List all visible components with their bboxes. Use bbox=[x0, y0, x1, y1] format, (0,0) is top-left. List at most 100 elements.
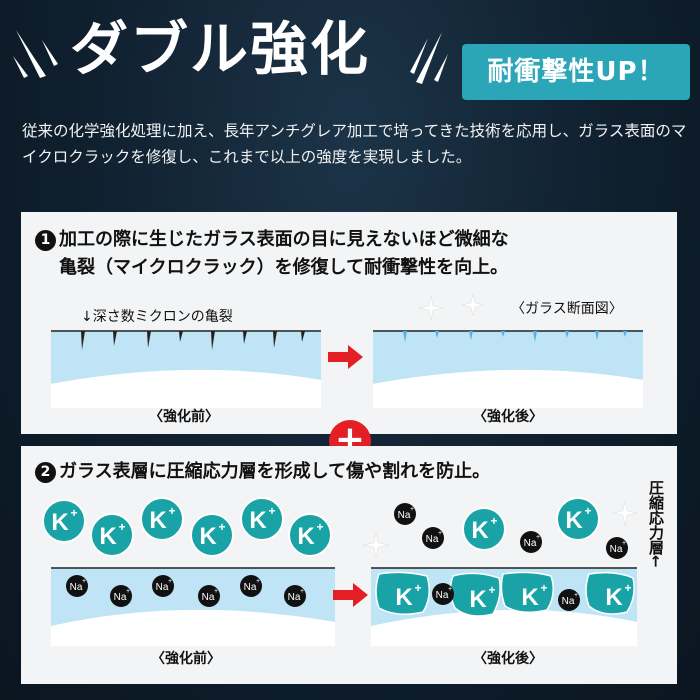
impact-resistance-badge: 耐衝撃性UP！ bbox=[462, 44, 690, 100]
ion-k-text: K bbox=[249, 507, 267, 534]
ion-charge-text: + bbox=[490, 514, 497, 528]
ion-k-text: K bbox=[521, 584, 539, 611]
ion-na-text: Na bbox=[436, 590, 449, 601]
ion-na-text: Na bbox=[202, 592, 215, 603]
ion-k-text: K bbox=[99, 523, 117, 550]
ion-charge-text: + bbox=[574, 592, 578, 599]
k-ion: K+ bbox=[90, 513, 134, 557]
section2-number: 2 bbox=[35, 462, 56, 483]
na-ion: Na+ bbox=[284, 585, 306, 607]
ion-charge-text: + bbox=[316, 520, 323, 534]
na-ion: Na+ bbox=[110, 585, 132, 607]
sparkle-icon bbox=[612, 499, 638, 527]
k-ion: K+ bbox=[42, 499, 86, 543]
ion-charge-text: + bbox=[126, 588, 130, 595]
ion-na-text: Na bbox=[114, 592, 127, 603]
na-ion: Na+ bbox=[432, 583, 454, 605]
ion-charge-text: + bbox=[488, 583, 495, 597]
ion-charge-text: + bbox=[448, 586, 452, 593]
crack-depth-note: ↓深さ数ミクロンの亀裂 bbox=[81, 309, 233, 325]
ion-charge-text: + bbox=[584, 504, 591, 518]
ion-charge-text: + bbox=[438, 530, 442, 537]
section1-number: 1 bbox=[35, 230, 56, 251]
ion-na-text: Na bbox=[70, 582, 83, 593]
ion-charge-text: + bbox=[622, 540, 626, 547]
ion-charge-text: + bbox=[536, 534, 540, 541]
badge-text: 耐衝撃性UP！ bbox=[487, 57, 665, 87]
na-ion: Na+ bbox=[198, 585, 220, 607]
page-title: ダブル強化 bbox=[70, 15, 371, 83]
ion-charge-text: + bbox=[70, 506, 77, 520]
na-ion: Na+ bbox=[152, 575, 174, 597]
title-right-decoration-icon bbox=[410, 32, 448, 84]
after-caption: 〈強化後〉 bbox=[473, 651, 543, 667]
ion-k-text: K bbox=[395, 584, 413, 611]
ion-na-text: Na bbox=[288, 592, 301, 603]
na-ion: Na+ bbox=[606, 537, 628, 559]
ion-charge-text: + bbox=[82, 578, 86, 585]
ion-k-text: K bbox=[469, 586, 487, 613]
ion-charge-text: + bbox=[410, 506, 414, 513]
k-ion-embedded-label: K+ bbox=[605, 581, 631, 611]
na-ion: Na+ bbox=[240, 575, 262, 597]
ion-charge-text: + bbox=[414, 581, 421, 595]
ion-na-text: Na bbox=[524, 538, 537, 549]
ion-na-text: Na bbox=[562, 596, 575, 607]
ion-after-diagram bbox=[371, 567, 637, 646]
na-ion: Na+ bbox=[66, 575, 88, 597]
ion-charge-text: + bbox=[214, 588, 218, 595]
ion-before-diagram bbox=[51, 567, 335, 646]
glass-before-diagram bbox=[51, 330, 321, 408]
ion-charge-text: + bbox=[218, 520, 225, 534]
red-arrow-icon bbox=[328, 345, 363, 369]
ion-k-text: K bbox=[149, 507, 167, 534]
ion-na-text: Na bbox=[244, 582, 257, 593]
ion-na-text: Na bbox=[426, 534, 439, 545]
ion-na-text: Na bbox=[398, 510, 411, 521]
intro-text: 従来の化学強化処理に加え、長年アンチグレア加工で培ってきた技術を応用し、ガラス表… bbox=[22, 122, 687, 166]
ion-na-text: Na bbox=[156, 582, 169, 593]
k-ion: K+ bbox=[240, 497, 284, 541]
section1-heading-line2: 亀裂（マイクロクラック）を修復して耐衝撃性を向上。 bbox=[59, 257, 509, 278]
ion-charge-text: + bbox=[168, 504, 175, 518]
k-ion: K+ bbox=[140, 497, 184, 541]
k-ion-embedded-label: K+ bbox=[469, 583, 495, 613]
after-caption: 〈強化後〉 bbox=[473, 409, 543, 425]
ion-k-text: K bbox=[297, 523, 315, 550]
k-ion: K+ bbox=[462, 507, 506, 551]
sparkle-icon bbox=[419, 294, 485, 321]
ion-charge-text: + bbox=[540, 581, 547, 595]
ion-na-text: Na bbox=[610, 544, 623, 555]
k-ion: K+ bbox=[190, 513, 234, 557]
section1-heading-text1: 加工の際に生じたガラス表面の目に見えないほど微細な bbox=[59, 229, 509, 250]
ion-charge-text: + bbox=[300, 588, 304, 595]
k-ion: K+ bbox=[556, 497, 600, 541]
ion-k-text: K bbox=[565, 507, 583, 534]
title-left-decoration-icon bbox=[13, 30, 58, 78]
ion-charge-text: + bbox=[268, 504, 275, 518]
ion-k-text: K bbox=[471, 517, 489, 544]
ion-charge-text: + bbox=[256, 578, 260, 585]
before-caption: 〈強化前〉 bbox=[149, 409, 219, 425]
ion-k-text: K bbox=[199, 523, 217, 550]
before-caption: 〈強化前〉 bbox=[151, 651, 221, 667]
glass-after-diagram bbox=[373, 330, 643, 408]
na-ion: Na+ bbox=[558, 589, 580, 611]
glass-section-figure-label: 〈ガラス断面図〉 bbox=[511, 301, 623, 317]
ion-k-text: K bbox=[605, 584, 623, 611]
na-ion: Na+ bbox=[422, 527, 444, 549]
ion-charge-text: + bbox=[624, 581, 631, 595]
ion-k-text: K bbox=[51, 509, 69, 536]
k-ion-embedded-label: K+ bbox=[521, 581, 547, 611]
ion-charge-text: + bbox=[168, 578, 172, 585]
section2-heading-text: ガラス表層に圧縮応力層を形成して傷や割れを防止。 bbox=[59, 461, 491, 482]
ion-charge-text: + bbox=[118, 520, 125, 534]
na-ion: Na+ bbox=[394, 503, 416, 525]
k-ion-embedded-label: K+ bbox=[395, 581, 421, 611]
na-ion: Na+ bbox=[520, 531, 542, 553]
